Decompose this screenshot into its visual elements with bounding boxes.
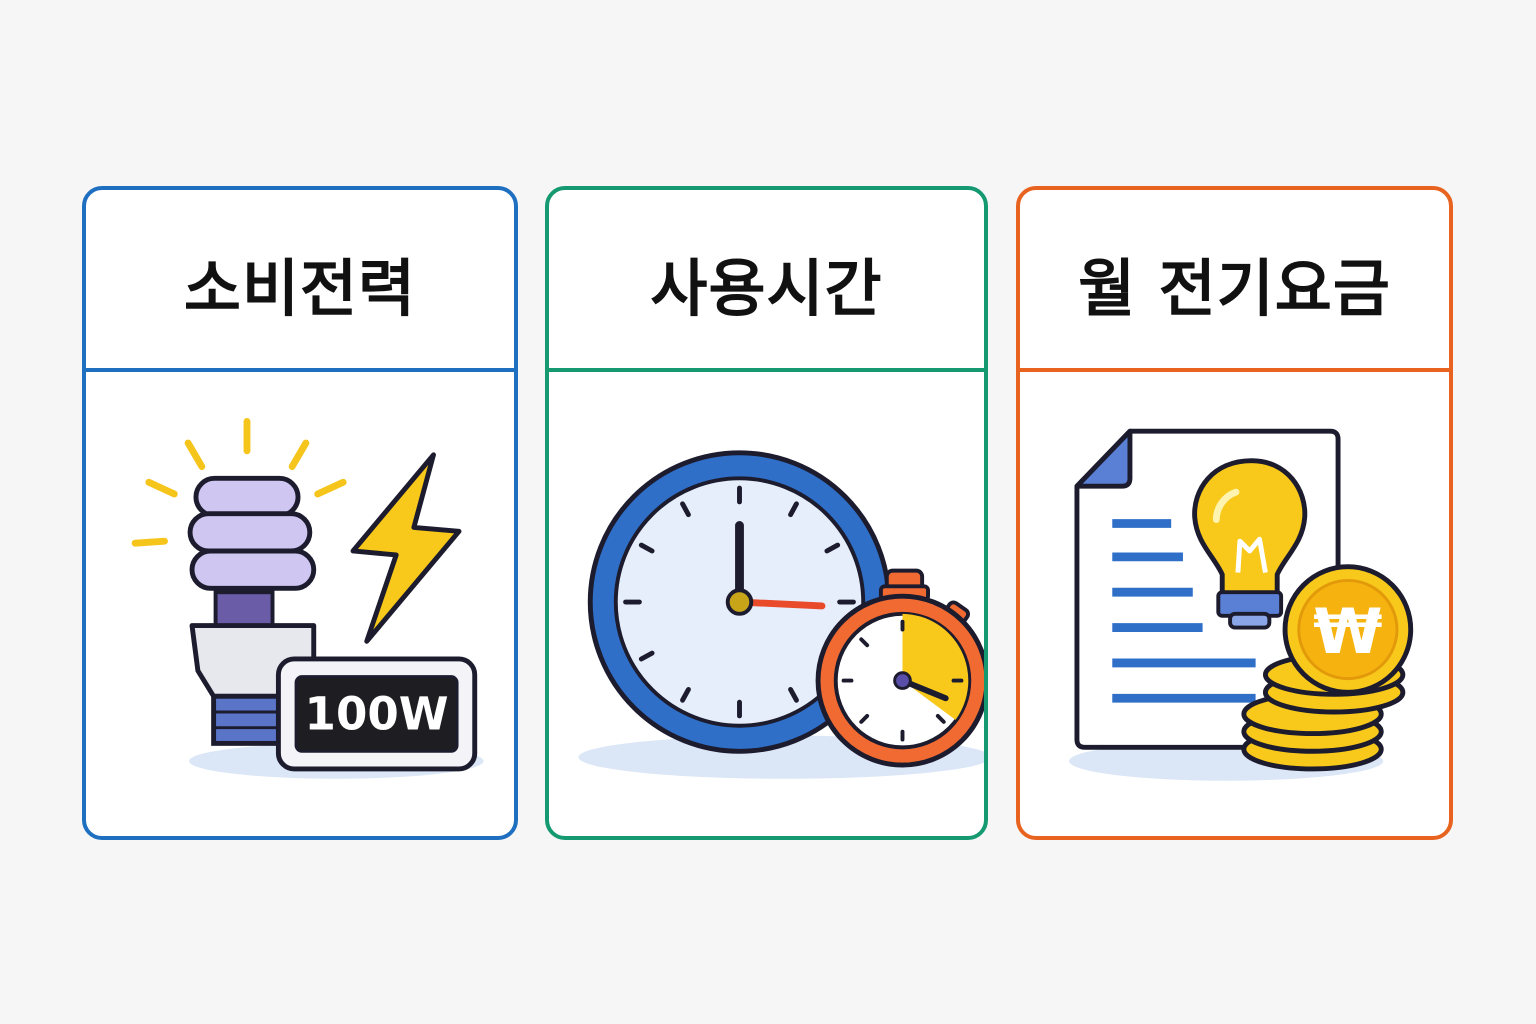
elapsed-segment xyxy=(902,613,969,720)
wattage-label: 100W xyxy=(305,688,449,741)
lightning-bolt-icon xyxy=(350,452,462,644)
card-header: 사용시간 xyxy=(549,190,984,372)
card-header: 소비전력 xyxy=(86,190,514,372)
glow-rays xyxy=(131,417,347,547)
card-title: 사용시간 xyxy=(650,252,883,325)
card-illustration-area xyxy=(549,372,984,836)
won-symbol: ₩ xyxy=(1313,595,1382,668)
power-illustration: 100W xyxy=(131,417,484,779)
light-bulb-icon xyxy=(187,475,317,746)
monthly-bill-card: 월 전기요금 xyxy=(1016,186,1453,840)
won-coin-stack-icon: ₩ xyxy=(1241,564,1414,772)
bill-illustration: ₩ xyxy=(1069,428,1414,781)
idea-bulb-icon xyxy=(1192,458,1308,630)
power-consumption-card: 소비전력 xyxy=(82,186,518,840)
card-title: 월 전기요금 xyxy=(1078,252,1391,325)
stopwatch-icon xyxy=(815,568,984,768)
minute-hand xyxy=(736,598,826,610)
card-header: 월 전기요금 xyxy=(1020,190,1449,372)
wall-clock-icon xyxy=(587,450,892,754)
card-illustration-area: 100W xyxy=(86,372,514,836)
time-illustration xyxy=(578,450,984,779)
card-title: 소비전력 xyxy=(183,252,417,325)
bill-lines xyxy=(1112,519,1256,703)
wattage-meter-icon: 100W xyxy=(275,656,478,772)
usage-time-card: 사용시간 xyxy=(545,186,988,840)
card-illustration-area: ₩ xyxy=(1020,372,1449,836)
